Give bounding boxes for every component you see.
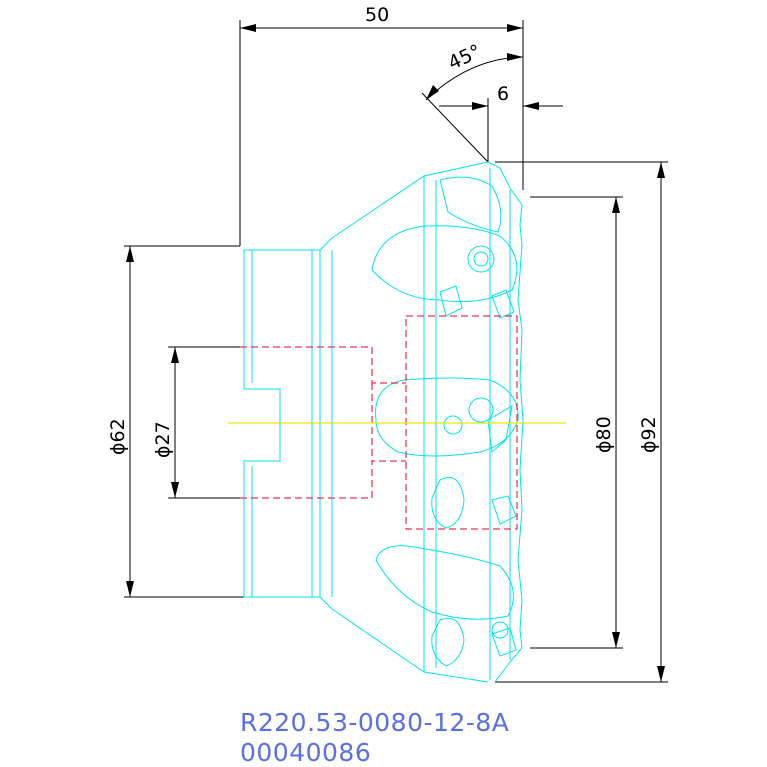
length-dimension-label: 50 [365, 4, 389, 26]
dimension-lines [124, 20, 668, 683]
bore-diameter-label: ϕ62 [107, 418, 129, 455]
part-number: R220.53-0080-12-8A [240, 708, 510, 737]
angle-dimension-label: 45° [445, 40, 485, 74]
cutting-diameter-label: ϕ80 [593, 416, 615, 453]
chamfer-dimension-label: 6 [497, 83, 509, 105]
hub-diameter-label: ϕ27 [152, 421, 174, 458]
tool-outline [243, 161, 524, 683]
outer-diameter-label: ϕ92 [638, 416, 660, 453]
drawing-number: 00040086 [240, 738, 372, 767]
